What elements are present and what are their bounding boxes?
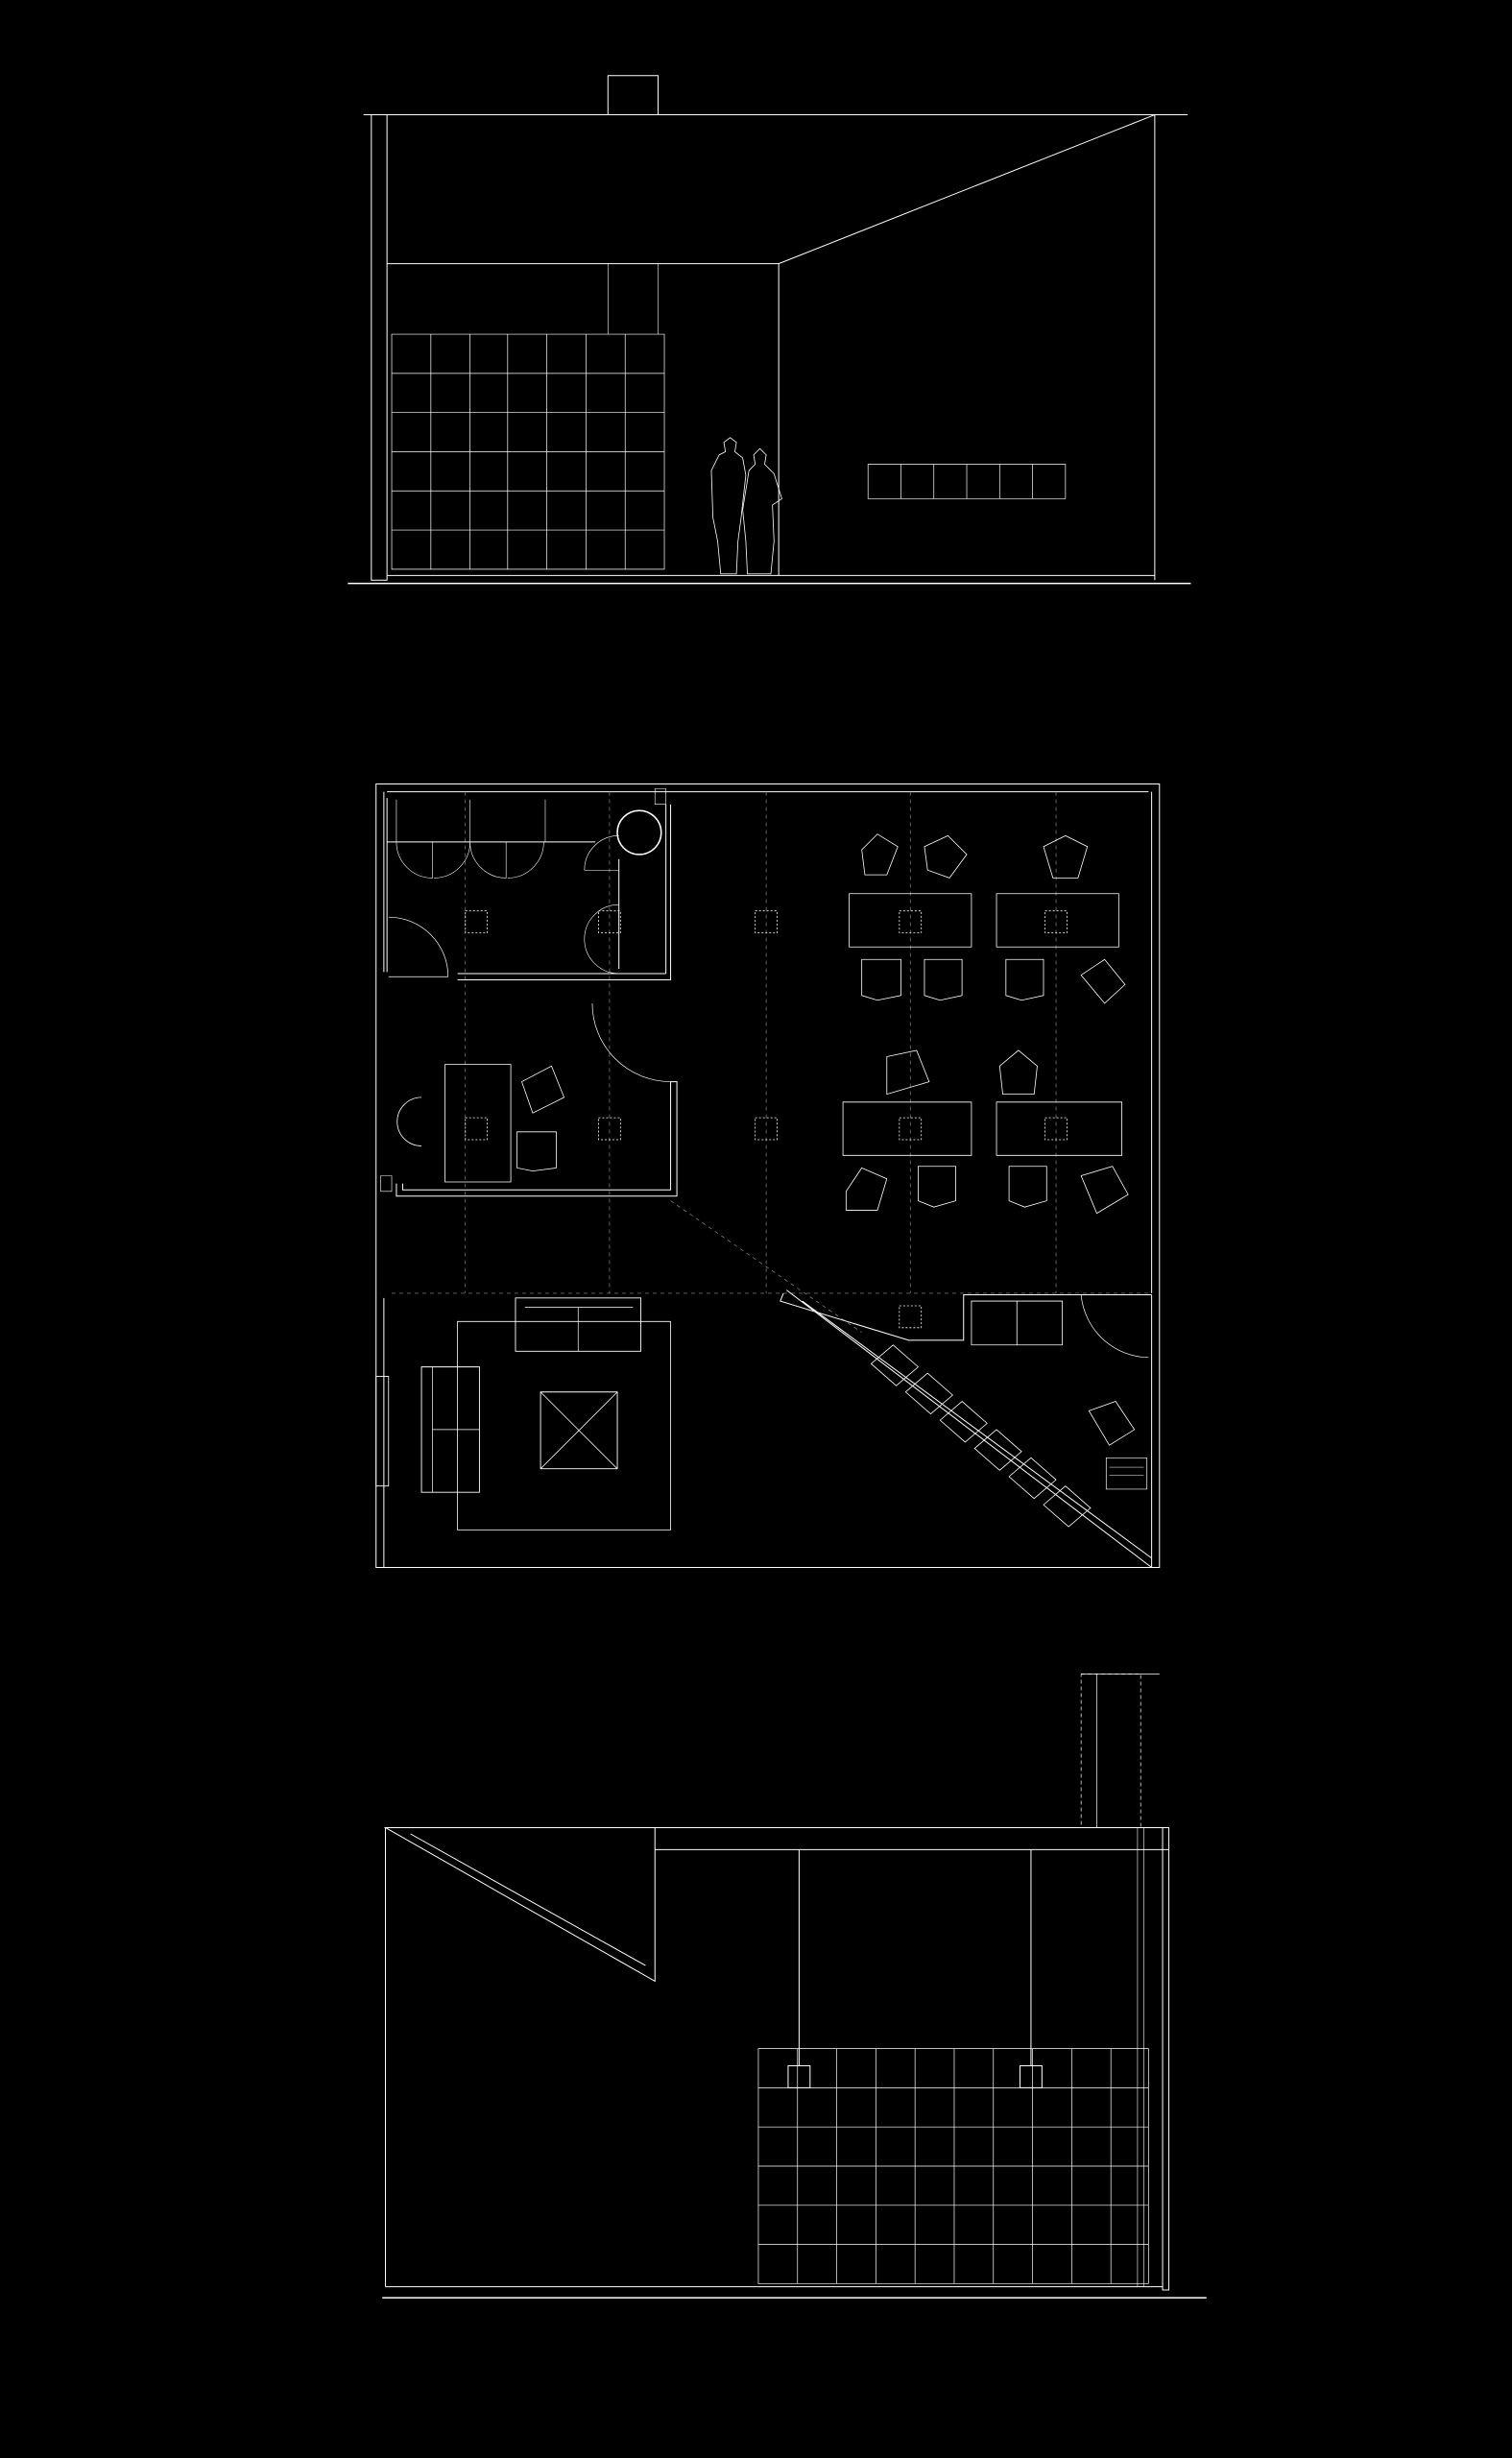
top-elevation	[348, 76, 1190, 584]
bottom-elevation	[382, 1675, 1206, 2299]
top-elevation-wall-panels	[868, 465, 1066, 499]
plan-office-left	[381, 1003, 677, 1196]
floor-plan	[376, 783, 1160, 1567]
plan-lounge	[376, 1298, 671, 1568]
plan-workspace	[843, 834, 1135, 1446]
desk	[996, 894, 1118, 947]
round-column-icon	[617, 810, 661, 855]
top-elevation-roof-chimney	[608, 76, 658, 115]
desk	[843, 1102, 972, 1155]
bottom-elevation-grid-panel	[758, 2049, 1148, 2284]
top-elevation-left-wall	[372, 115, 387, 581]
top-elevation-shelving-grid	[392, 334, 664, 569]
plan-columns	[466, 911, 1068, 1328]
plan-reception	[780, 1290, 1152, 1568]
bottom-elevation-sloped-wedge	[386, 1827, 656, 1981]
diagonal-cabinets	[871, 1345, 1090, 1527]
top-elevation-slope-line	[779, 115, 1155, 264]
sign-plaque	[1106, 1458, 1146, 1489]
sofa-left	[421, 1367, 479, 1493]
human-figures-icon	[711, 438, 781, 574]
plan-top-left-rooms	[387, 788, 670, 979]
chair-icon	[846, 834, 1134, 1446]
desk	[850, 894, 972, 947]
plan-outer-wall	[376, 783, 1160, 1567]
desk	[996, 1102, 1122, 1155]
plan-grid-lines	[392, 792, 1152, 1333]
coffee-table	[540, 1392, 617, 1469]
sofa-top	[516, 1298, 641, 1351]
